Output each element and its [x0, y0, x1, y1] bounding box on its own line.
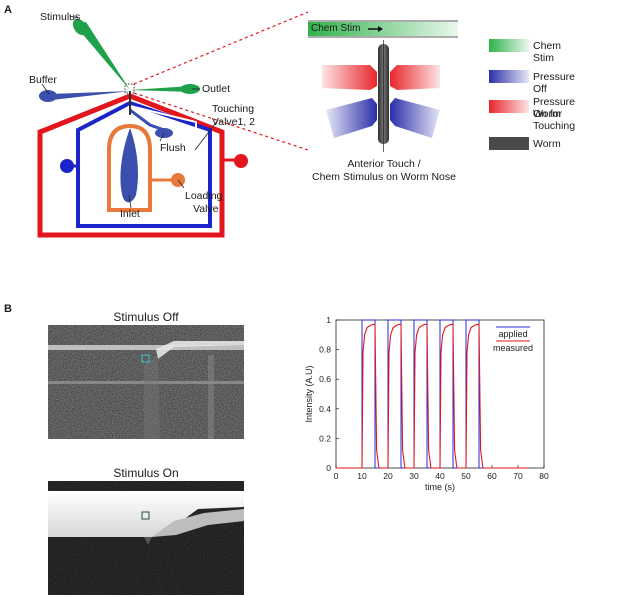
stimulus-channel: [74, 22, 130, 90]
photo-off-image: [48, 325, 244, 439]
zoom-caption-line1: Anterior Touch /: [347, 158, 421, 170]
x-tick-label: 60: [487, 471, 497, 481]
x-tick-label: 40: [435, 471, 445, 481]
red-port: [234, 154, 248, 168]
legend-swatch-pressure-on: [489, 100, 529, 113]
x-tick-label: 30: [409, 471, 419, 481]
x-tick-label: 20: [383, 471, 393, 481]
zoom-chem-stim-label: Chem Stim: [311, 23, 361, 34]
label-outlet: Outlet: [202, 83, 231, 95]
photo-on-title: Stimulus On: [113, 466, 179, 480]
intensity-chart: 0 10 20 30 40 50 60 70 80 0 0.2 0.4 0.6 0.8 1 time (s) I…: [304, 315, 549, 492]
y-tick-label: 0.4: [319, 404, 331, 414]
orange-channel: [107, 123, 152, 212]
label-touching: Touching: [212, 103, 255, 115]
label-inlet: Inlet: [120, 208, 140, 220]
legend-label-applied: applied: [498, 329, 527, 339]
label-buffer: Buffer: [29, 74, 57, 86]
legend-label-measured: measured: [493, 343, 533, 353]
series-line-measured: [336, 323, 529, 469]
legend-swatch-chem: [489, 39, 529, 52]
x-tick-label: 50: [461, 471, 471, 481]
legend-label-worm: Worm: [533, 138, 561, 150]
y-tick-label: 0.8: [319, 345, 331, 355]
label-loading: Loading: [185, 190, 223, 202]
y-tick-label: 1: [326, 315, 331, 325]
x-axis-label: time (s): [425, 482, 455, 492]
buffer-channel: [50, 91, 130, 100]
label-valve12: Valve1, 2: [212, 116, 255, 128]
label-valve: Valve: [193, 203, 219, 215]
outlet-channel: [130, 86, 192, 92]
legend-label-chem: Chem Stim: [533, 40, 562, 64]
legend-swatch-pressure-off: [489, 70, 529, 83]
legend-label-pressure-off: Pressure Off: [533, 71, 576, 95]
y-tick-label: 0.2: [319, 433, 331, 443]
photo-off-title: Stimulus Off: [113, 310, 179, 324]
zoom-box: [124, 83, 135, 94]
label-flush: Flush: [160, 142, 186, 154]
x-tick-label: 0: [334, 471, 339, 481]
zoom-red-valve-left: [322, 65, 377, 90]
y-tick-label: 0.6: [319, 374, 331, 384]
photo-stimulus-off: [48, 325, 244, 439]
x-tick-label: 80: [539, 471, 549, 481]
outer-red-channel: [37, 93, 225, 238]
zoom-blue-valve-right: [390, 98, 440, 138]
label-stimulus: Stimulus: [40, 11, 81, 23]
y-tick-label: 0: [326, 463, 331, 473]
x-tick-label: 70: [513, 471, 523, 481]
zoom-red-valve-right: [390, 65, 440, 90]
x-tick-label: 10: [357, 471, 367, 481]
legend-swatch-worm: [489, 137, 529, 150]
legend-label-worm-touching: Worm Touching: [533, 108, 576, 132]
series-line-applied: [336, 319, 529, 469]
photo-on-image: [48, 481, 244, 595]
panel-a-letter: A: [4, 4, 12, 16]
inlet-chamber: [120, 128, 138, 203]
panel-b-letter: B: [4, 303, 12, 315]
device-schematic: [37, 11, 458, 238]
zoom-blue-valve-left: [326, 98, 377, 138]
y-axis-label: Intensity (A.U): [304, 365, 314, 422]
legend-label-pressure-on: Pressure On for: [533, 96, 576, 120]
blue-port: [60, 159, 74, 173]
photo-stimulus-on: [48, 481, 244, 595]
zoom-caption-line2: Chem Stimulus on Worm Nose: [312, 171, 456, 183]
